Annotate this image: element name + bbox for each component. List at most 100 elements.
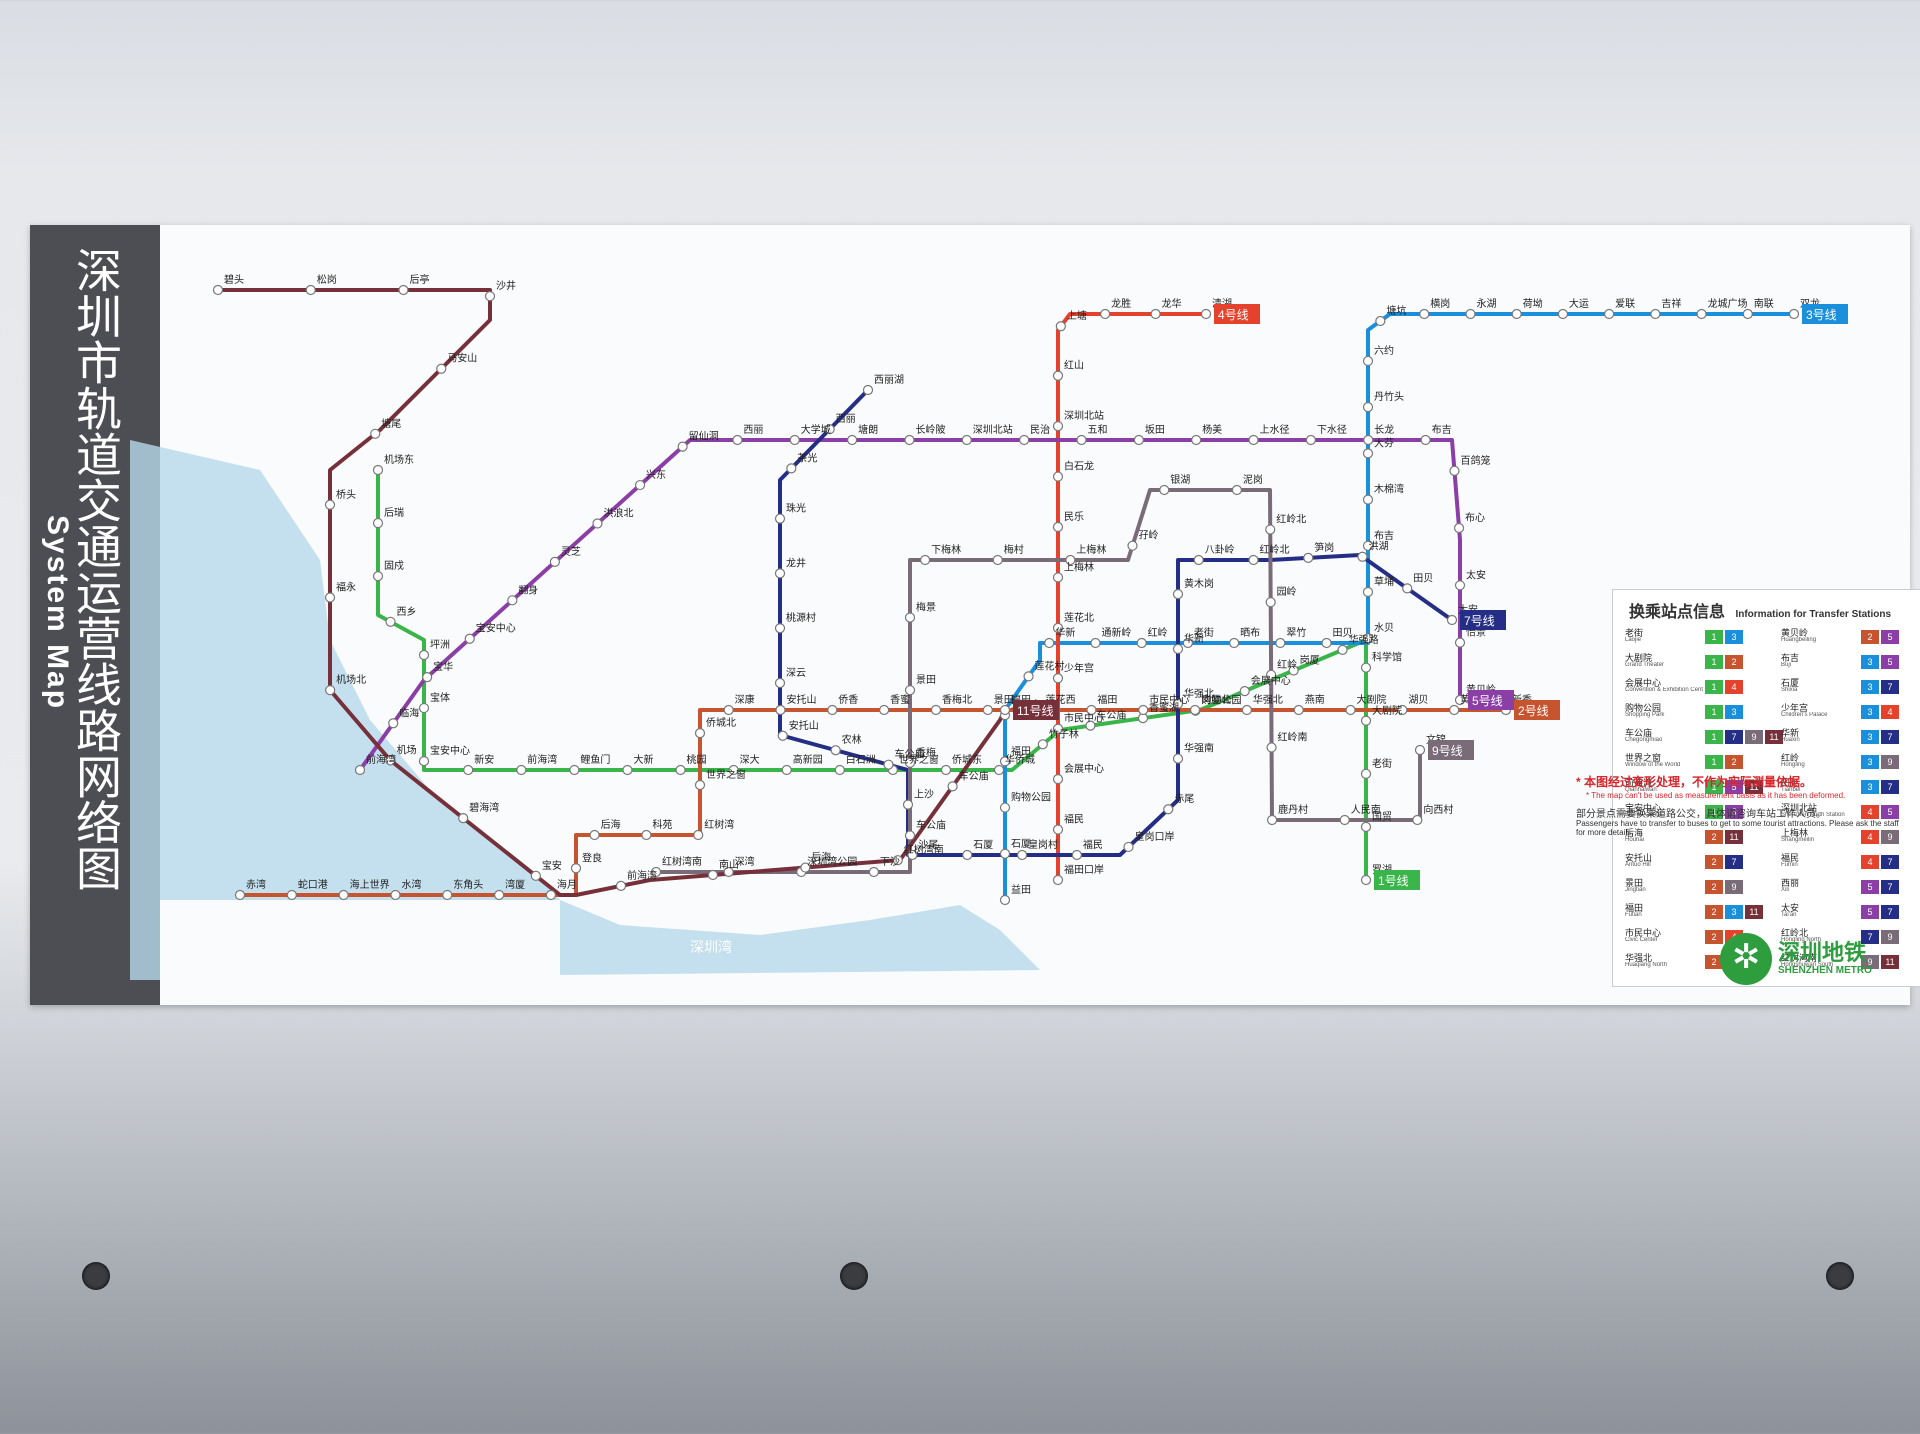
legend-line-chip: 9 <box>1881 930 1899 944</box>
line-badge-bg <box>1802 304 1848 324</box>
station-dot <box>530 870 541 881</box>
station-dot <box>883 759 894 770</box>
station-dot <box>940 764 952 776</box>
legend-line-chip: 11 <box>1745 780 1763 794</box>
disclaimer-zh: * 本图经过变形处理，不作为实际测量依据。 <box>1576 775 1813 789</box>
station-label: 长岭陂 <box>915 423 945 436</box>
station-label: 桃园 <box>687 753 707 766</box>
station-label: 桥头 <box>336 489 356 501</box>
station-dot <box>999 848 1011 859</box>
legend-title-zh: 换乘站点信息 <box>1629 604 1726 621</box>
legend-station-en: Grand Theater <box>1625 662 1664 668</box>
station-label: 水贝 <box>1374 622 1394 634</box>
station-label: 爱联 <box>1615 297 1635 310</box>
station-dot <box>1239 686 1250 697</box>
station-dot <box>1414 744 1426 756</box>
station-label: 下沙 <box>880 856 900 868</box>
station-label: 华强北 <box>1253 693 1283 706</box>
legend-station-name: 购物公园 <box>1625 703 1662 713</box>
station-label: 红岭南 <box>1278 730 1308 743</box>
line-9-badge: 9号线 <box>1428 740 1474 760</box>
station-dot <box>892 855 903 866</box>
wall-screw-left <box>82 1262 110 1290</box>
legend-station-en: Tai'an <box>1781 912 1797 918</box>
station-dot <box>1182 637 1194 649</box>
station-dot <box>1150 308 1161 320</box>
station-dot <box>1071 849 1082 861</box>
station-label: 宝安中心 <box>430 744 470 757</box>
station-dot <box>904 612 916 623</box>
station-dot <box>947 781 958 792</box>
station-dot <box>1023 671 1034 682</box>
line-4-badge: 4号线 <box>1214 304 1260 324</box>
station-dot <box>484 291 496 302</box>
line-badge-label: 9号线 <box>1432 744 1463 758</box>
station-dot <box>907 849 918 861</box>
station-label: 荷坳 <box>1523 297 1543 310</box>
station-dot <box>774 677 786 689</box>
station-label: 晒布 <box>1240 627 1260 639</box>
station-label: 后海 <box>601 818 621 831</box>
station-label: 水湾 <box>401 878 421 891</box>
legend-station-name: 福民 <box>1781 853 1800 863</box>
legend-line-chip: 4 <box>1861 855 1879 869</box>
station-dot <box>1016 849 1028 861</box>
station-dot <box>385 755 396 766</box>
station-label: 湾厦 <box>505 878 525 891</box>
line-badge-bg <box>1013 700 1059 720</box>
station-label: 新安 <box>474 753 494 766</box>
station-dot <box>634 479 646 491</box>
station-label: 市民中心 <box>1064 712 1104 725</box>
legend-line-chip: 11 <box>1725 830 1743 844</box>
station-label: 百鸽笼 <box>1460 454 1490 467</box>
line-badge-bg <box>1374 870 1420 890</box>
station-dot <box>372 517 384 529</box>
station-label: 鹿丹村 <box>1278 803 1308 816</box>
legend-station-en: Window of the World <box>1625 762 1681 768</box>
station-label: 深康 <box>735 693 755 706</box>
station-dot <box>1100 308 1111 320</box>
station-dot <box>1412 814 1423 826</box>
station-label: 后亭 <box>409 273 429 286</box>
station-label: 向西村 <box>1423 803 1453 816</box>
legend-station-name: 宝安中心 <box>1625 803 1662 813</box>
legend-station-name: 华强北 <box>1625 953 1653 963</box>
station-label: 深圳湾公园 <box>807 855 857 868</box>
station-label: 华强路 <box>1349 633 1379 646</box>
legend-station-name: 红岭 <box>1781 753 1800 763</box>
station-label: 珠光 <box>786 502 806 515</box>
station-label: 临海 <box>399 706 419 719</box>
station-label: 固戍 <box>384 559 404 572</box>
station-dot <box>641 829 652 841</box>
legend-line-chip: 5 <box>1881 630 1899 644</box>
station-label: 永湖 <box>1476 297 1496 310</box>
station-dot <box>774 513 786 524</box>
station-dot <box>1446 614 1458 626</box>
station-label: 机场东 <box>384 453 414 466</box>
legend-station-en: Huaxin <box>1781 737 1800 743</box>
legend-station-name: 西丽 <box>1781 878 1800 888</box>
station-label: 机场北 <box>336 673 366 686</box>
station-dot <box>1136 637 1147 649</box>
station-label: 留仙洞 <box>689 430 719 443</box>
line-2-badge: 2号线 <box>1514 700 1560 720</box>
legend-station-name: 上梅林 <box>1781 828 1809 838</box>
legend-station-en: Buji <box>1781 662 1792 668</box>
station-label: 华新 <box>1184 632 1204 645</box>
station-label: 沙尾 <box>918 839 938 851</box>
line-4-track <box>1056 312 1206 880</box>
legend-line-chip: 9 <box>1725 880 1743 894</box>
station-dot <box>775 704 786 716</box>
station-label: 上沙 <box>914 789 934 801</box>
station-label: 马安山 <box>447 352 477 365</box>
legend-station-name: 布吉 <box>1781 653 1800 663</box>
legend-station-en: Hongling North <box>1781 937 1822 943</box>
station-dot <box>1052 673 1064 684</box>
station-dot <box>1052 471 1064 482</box>
station-dot <box>589 829 600 841</box>
station-label: 梅村 <box>1004 543 1024 556</box>
station-dot <box>1454 637 1466 648</box>
